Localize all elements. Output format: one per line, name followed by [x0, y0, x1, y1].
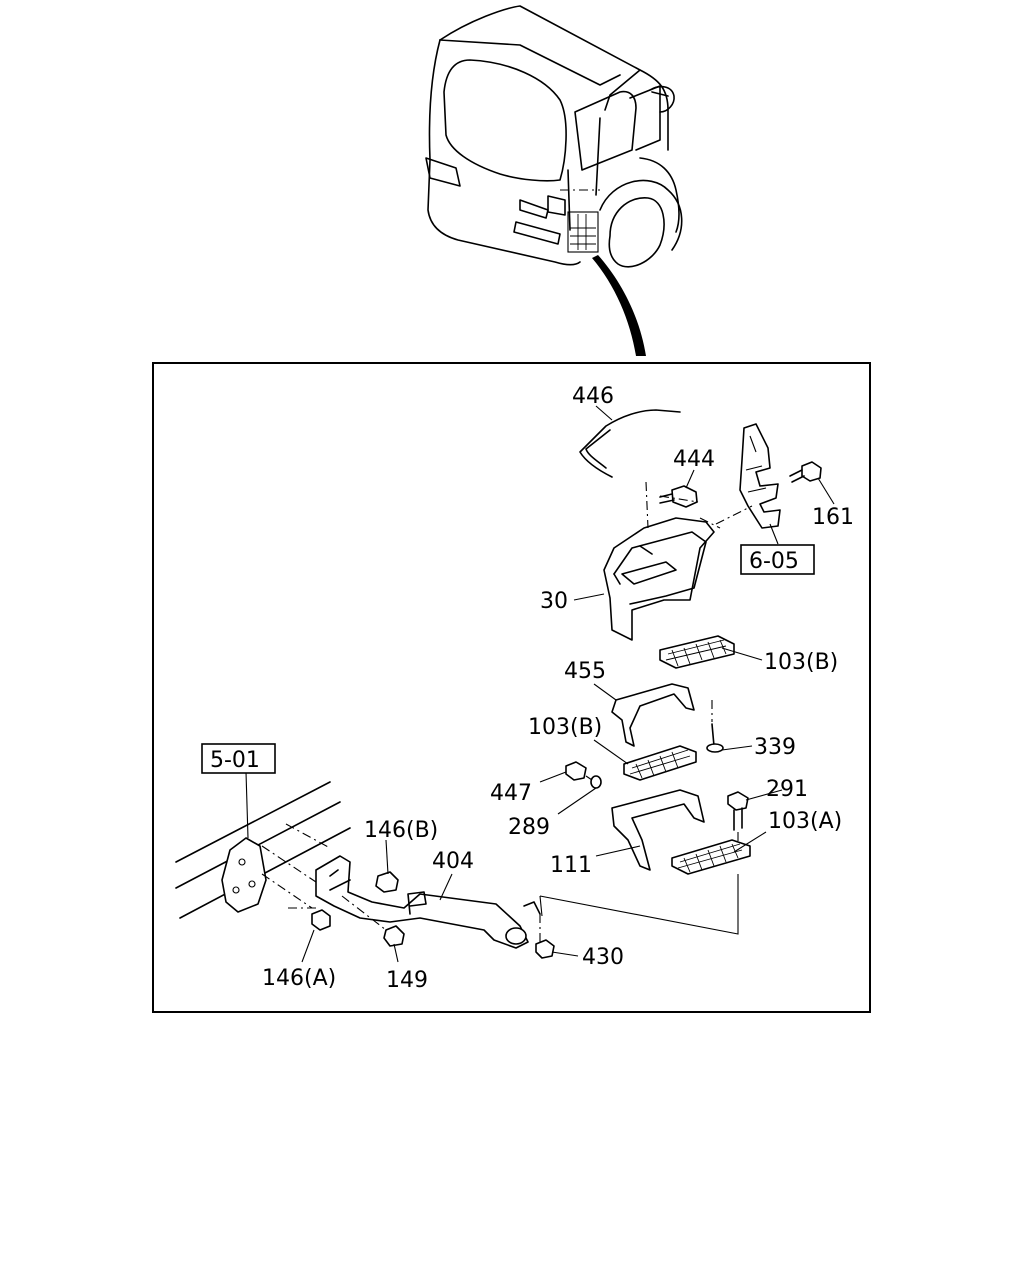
callout-103b-upper: 103(B)	[764, 650, 838, 675]
part-103b-upper-pad	[659, 635, 735, 669]
callout-161: 161	[812, 505, 854, 530]
part-161-bolt	[789, 461, 822, 483]
callout-605: 6-05	[749, 549, 799, 574]
assembly-lines	[261, 481, 753, 944]
part-455-bracket	[611, 683, 695, 747]
part-447-bolt	[565, 761, 587, 781]
part-339-pin	[706, 723, 724, 753]
callout-box-501	[201, 743, 276, 774]
callout-146b: 146(B)	[364, 818, 438, 843]
callout-446: 446	[572, 384, 614, 409]
callout-box-605	[740, 544, 815, 575]
part-430-nut	[535, 939, 555, 959]
callout-146a: 146(A)	[262, 966, 336, 991]
callout-103a: 103(A)	[768, 809, 842, 834]
callout-149: 149	[386, 968, 428, 993]
part-146a-bolt	[311, 909, 331, 931]
callout-447: 447	[490, 781, 532, 806]
callout-455: 455	[564, 659, 606, 684]
callout-103b-lower: 103(B)	[528, 715, 602, 740]
part-291-bolt	[727, 791, 749, 831]
callout-30: 30	[540, 589, 568, 614]
callout-430: 430	[582, 945, 624, 970]
part-30-step-housing	[603, 517, 715, 641]
detail-frame	[152, 362, 871, 1013]
part-444-bolt	[659, 485, 698, 508]
part-501-flange	[221, 837, 267, 913]
callout-339: 339	[754, 735, 796, 760]
callout-444: 444	[673, 447, 715, 472]
truck-cab-illustration	[425, 5, 683, 356]
callout-404: 404	[432, 849, 474, 874]
leader-lines	[245, 405, 835, 963]
callout-289: 289	[508, 815, 550, 840]
part-146b-bolt	[375, 871, 399, 893]
part-111-bracket	[611, 789, 705, 871]
callout-111: 111	[550, 853, 592, 878]
callout-501: 5-01	[210, 748, 260, 773]
part-404-step-arm	[315, 855, 541, 949]
part-103a-pad	[671, 839, 751, 875]
callout-291: 291	[766, 777, 808, 802]
callout-labels: 446 444 161 6-05 30 103(B) 455 103(B) 33…	[201, 384, 854, 993]
part-103b-lower-pad	[623, 745, 697, 781]
part-446-handle	[579, 409, 681, 478]
part-149-nut	[383, 925, 405, 947]
part-bracket	[739, 423, 781, 529]
part-289-washer	[590, 775, 602, 789]
